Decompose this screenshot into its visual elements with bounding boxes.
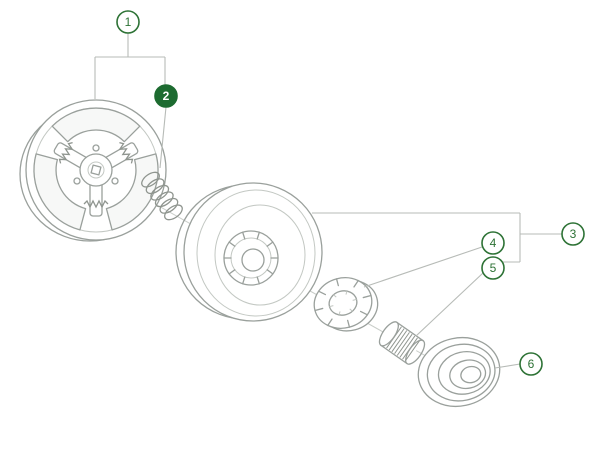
callout-5-label: 5 <box>490 261 497 275</box>
clutch-hub <box>79 153 113 187</box>
callout-leader-lines <box>94 33 562 369</box>
callout-4[interactable]: 4 <box>481 231 505 255</box>
callout-6[interactable]: 6 <box>519 352 543 376</box>
needle-bearing-drawing <box>378 321 426 365</box>
callout-4-ring[interactable] <box>481 231 505 255</box>
clutch-drum-drawing <box>175 182 323 322</box>
clutch-spring-drawing <box>141 171 183 221</box>
callout-4-leader <box>363 246 483 288</box>
callout-5-leader <box>415 272 484 337</box>
callout-6-leader <box>494 363 521 369</box>
callout-2[interactable]: 2 <box>154 84 178 108</box>
callout-3-leader <box>312 212 562 263</box>
cover-cup-drawing <box>417 337 501 407</box>
callout-3-label: 3 <box>570 227 577 241</box>
callout-1-ring[interactable] <box>116 10 140 34</box>
callout-5-ring[interactable] <box>481 256 505 280</box>
callout-4-label: 4 <box>490 236 497 250</box>
drum-splined-boss <box>223 230 279 286</box>
callout-1[interactable]: 1 <box>116 10 140 34</box>
callout-3[interactable]: 3 <box>561 222 585 246</box>
callout-2-leader <box>159 106 167 169</box>
callout-1-label: 1 <box>125 15 132 29</box>
callout-6-label: 6 <box>528 357 535 371</box>
clutch-springs <box>58 141 134 209</box>
callout-2-label: 2 <box>163 89 170 103</box>
clutch-assembly-drawing <box>19 99 167 242</box>
drum-bore <box>241 248 265 272</box>
callout-3-ring[interactable] <box>561 222 585 246</box>
callout-5[interactable]: 5 <box>481 256 505 280</box>
callout-6-ring[interactable] <box>519 352 543 376</box>
callout-2-ring[interactable] <box>154 84 178 108</box>
callout-1-leader <box>94 33 166 99</box>
clutch-spokes <box>53 142 139 217</box>
rim-sprocket-drawing <box>313 277 379 332</box>
